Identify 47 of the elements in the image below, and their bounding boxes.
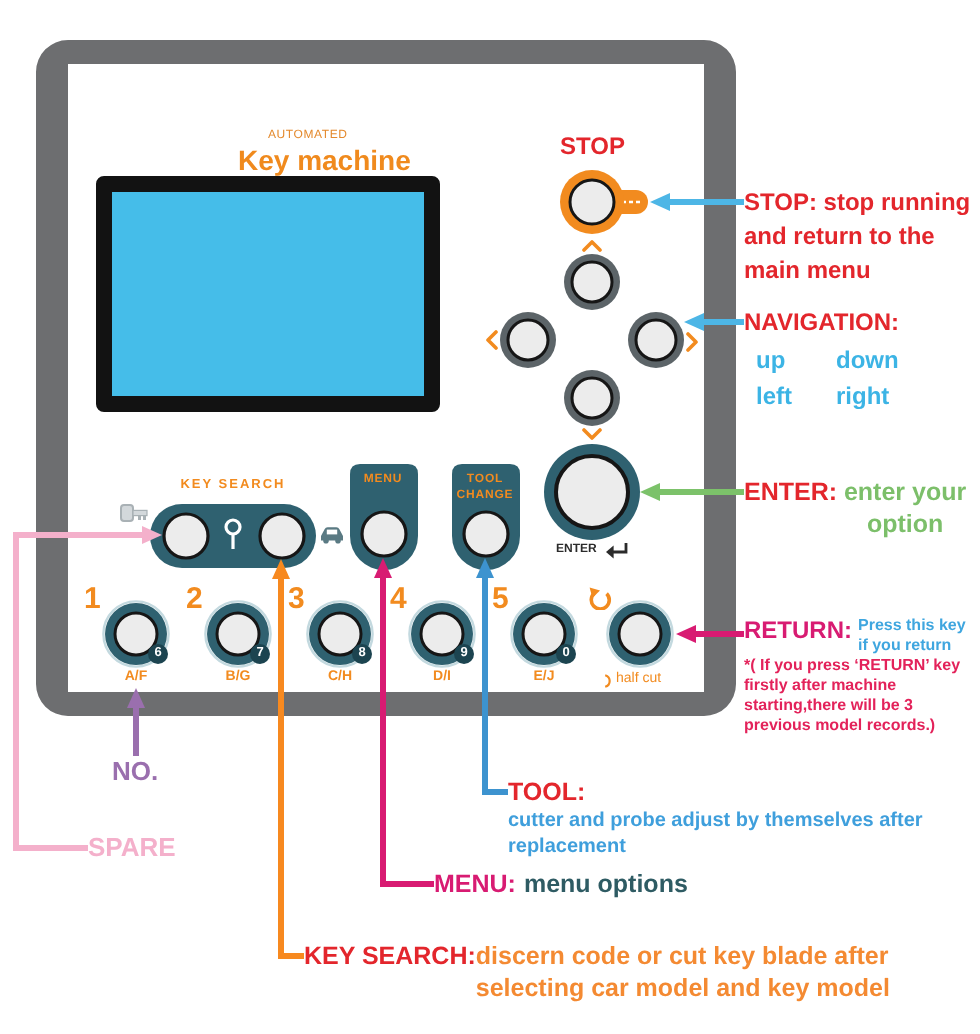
panel-title: Key machine <box>238 146 411 176</box>
callout-text: enter your option <box>841 476 969 540</box>
push-button <box>500 312 556 368</box>
button-label: STOP <box>560 132 625 160</box>
button-housing <box>349 464 417 570</box>
push-button <box>564 370 620 426</box>
leader-arrow <box>650 193 744 211</box>
leader-arrow <box>13 526 162 851</box>
callout-heading: RETURN: <box>744 616 852 644</box>
push-button <box>162 511 210 559</box>
leader-arrow <box>676 625 744 643</box>
callout-text: NO. <box>112 756 159 788</box>
callout-heading: KEY SEARCH: <box>304 940 476 972</box>
key-number: 3 <box>288 584 305 614</box>
button-housing <box>451 464 519 570</box>
callout-text: cutter and probe adjust by themselves after replacement <box>508 808 925 860</box>
callout-text: menu options <box>523 868 688 900</box>
leader-arrow <box>684 313 744 331</box>
push-button <box>359 510 407 558</box>
display-screen <box>96 176 440 412</box>
direction-label: left <box>756 382 792 412</box>
callout-heading: ENTER: <box>744 476 838 508</box>
direction-label: down <box>836 346 899 376</box>
leader-arrow <box>374 558 434 887</box>
push-button <box>257 511 305 559</box>
callout-text: discern code or cut key blade after selecting car model and key model <box>475 940 892 1004</box>
leader-arrow <box>272 559 304 959</box>
callout-text: Press this key if you return <box>858 616 968 656</box>
key-number: 2 <box>186 584 203 614</box>
callout-text: SPARE <box>88 832 176 864</box>
callout-text: *( If you press ‘RETURN’ key firstly after machine starting,there will be 3 previous model records.) <box>744 656 963 736</box>
leader-arrow <box>476 558 508 795</box>
leader-arrow <box>640 483 744 501</box>
direction-label: right <box>836 382 890 412</box>
push-button <box>461 510 509 558</box>
key-number: 5 <box>492 584 509 614</box>
callout-heading: NAVIGATION: <box>744 308 902 338</box>
push-button <box>628 312 684 368</box>
callout-heading: MENU: <box>434 868 516 900</box>
key-number: 4 <box>390 584 407 614</box>
key-number: 1 <box>84 584 101 614</box>
callout-text: STOP: stop running and return to the main menu <box>744 186 973 288</box>
direction-label: up <box>756 346 786 376</box>
push-button <box>564 254 620 310</box>
callout-heading: TOOL: <box>508 776 588 808</box>
leader-arrow <box>127 688 145 756</box>
control-panel <box>36 40 736 716</box>
